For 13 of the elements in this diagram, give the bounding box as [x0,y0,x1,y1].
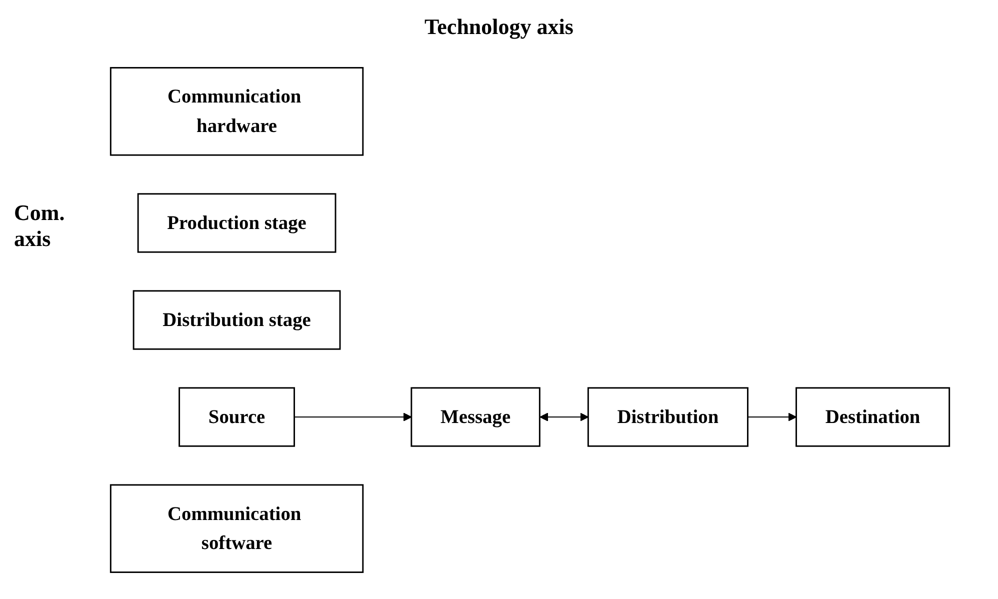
node-box: Distribution stage [132,290,341,350]
node-box: Message [410,387,540,447]
node-box: Production stage [137,193,336,253]
arrow [294,412,412,422]
node-box: Destination [796,387,950,447]
node-box: Distribution [587,387,748,447]
axis-label: Com. axis [14,200,66,252]
node-box: Communication hardware [110,67,364,156]
arrow [540,412,589,422]
node-box: Communication software [110,484,364,573]
node-box: Source [178,387,295,447]
axis-label: Technology axis [424,14,574,40]
arrow [747,412,797,422]
